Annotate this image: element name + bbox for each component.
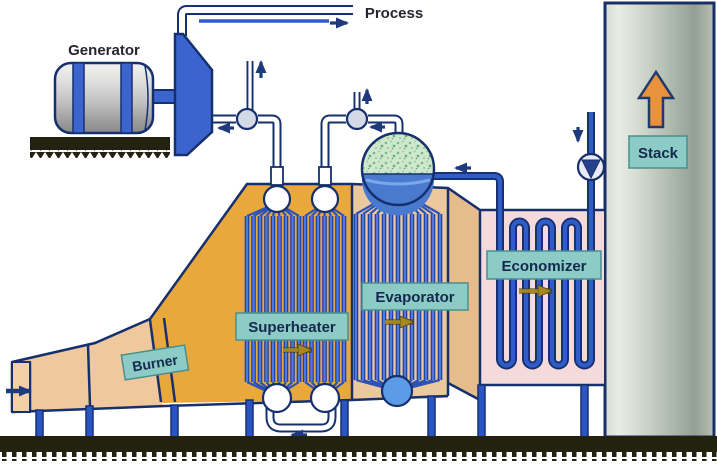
pump-triangle-icon (581, 159, 601, 180)
stack (603, 1, 716, 439)
superheater-bottom-loop (265, 402, 337, 433)
stack-body (603, 1, 716, 439)
generator-base (30, 137, 170, 150)
pipe-collar (270, 166, 284, 186)
turbine-exhaust-pipe (177, 5, 353, 36)
turbine (151, 32, 214, 157)
generator (30, 61, 170, 158)
superheater-headers (261, 184, 341, 414)
ground (0, 436, 717, 461)
safety-vent-pipes (246, 61, 361, 110)
generator-body (53, 61, 155, 135)
steam-piping (177, 5, 404, 433)
stack-label: Stack (638, 145, 679, 162)
process-label: Process (365, 5, 423, 22)
burner-label: Burner (131, 351, 179, 374)
steam-drum (360, 131, 436, 216)
stack-badge: Stack (628, 135, 688, 169)
economizer-label: Economizer (501, 258, 586, 275)
superheater-badge: Superheater (235, 312, 349, 341)
generator-band (72, 62, 85, 134)
economizer-coil (430, 112, 595, 370)
drum-to-superheater-pipe (320, 114, 404, 192)
ground-teeth (0, 452, 717, 461)
economizer-badge: Economizer (486, 250, 602, 280)
generator-band (120, 62, 133, 134)
superheater-label: Superheater (248, 319, 336, 336)
evaporator-badge: Evaporator (361, 282, 469, 311)
steam-valves (235, 107, 369, 131)
evaporator-label: Evaporator (375, 289, 454, 306)
drum-water-level (362, 174, 434, 216)
generator-label: Generator (68, 42, 140, 59)
superheater-outlet-pipe (211, 114, 282, 192)
mud-drum (380, 374, 414, 408)
stack-exhaust-up-arrow-icon (636, 69, 676, 129)
gas-inlet-opening (11, 361, 31, 413)
flow-arrows (6, 17, 584, 441)
feedwater-pump (576, 152, 606, 182)
pipe-collar (318, 166, 332, 186)
labels: Generator Process Burner Superheater Eva… (68, 5, 688, 381)
support-legs (35, 384, 589, 439)
safety-valve-icon (235, 107, 259, 131)
turbine-body (173, 32, 214, 157)
generator-base-teeth (30, 150, 170, 158)
safety-valve-icon (345, 107, 369, 131)
burner-badge: Burner (120, 344, 190, 381)
